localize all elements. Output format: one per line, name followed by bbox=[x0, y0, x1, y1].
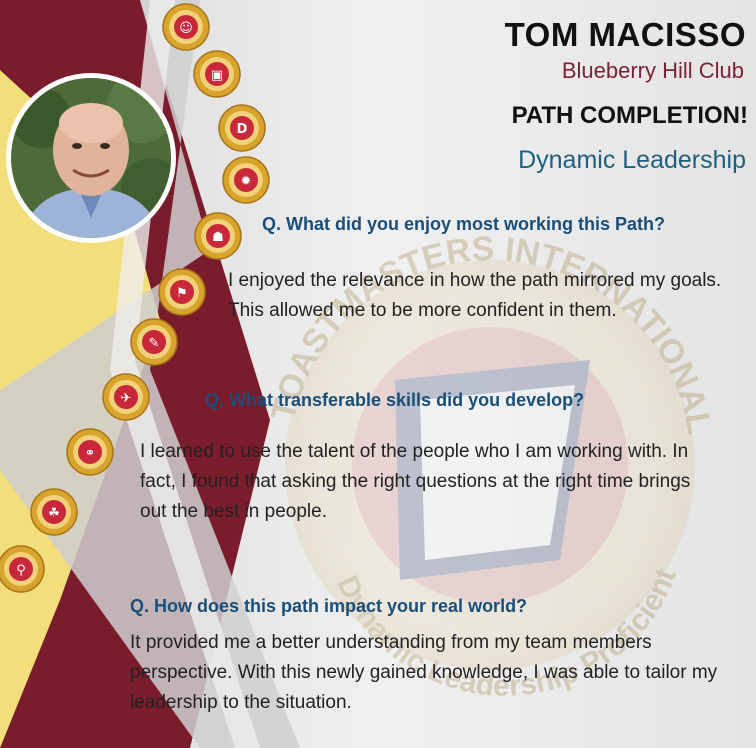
svg-text:☗: ☗ bbox=[212, 230, 224, 245]
answer-1: I enjoyed the relevance in how the path … bbox=[228, 270, 722, 321]
group-icon: ☘ bbox=[30, 488, 78, 536]
answer-2: I learned to use the talent of the peopl… bbox=[140, 441, 691, 522]
telescope-icon: ⚲ bbox=[0, 545, 45, 593]
handshake-icon: ⚭ bbox=[66, 428, 114, 476]
answer-3: It provided me a better understanding fr… bbox=[130, 632, 718, 713]
profile-photo bbox=[6, 73, 176, 243]
question-2: Q. What transferable skills did you deve… bbox=[205, 390, 585, 410]
question-1: Q. What did you enjoy most working this … bbox=[262, 214, 666, 234]
member-name: TOM MACISSO bbox=[504, 16, 746, 53]
svg-text:✹: ✹ bbox=[241, 174, 252, 189]
club-name: Blueberry Hill Club bbox=[561, 58, 744, 83]
letter-d-icon: D bbox=[218, 104, 266, 152]
question-3: Q. How does this path impact your real w… bbox=[130, 596, 528, 616]
strategy-icon: ⚑ bbox=[158, 268, 206, 316]
svg-text:⚑: ⚑ bbox=[176, 286, 188, 301]
pen-icon: ✎ bbox=[130, 318, 178, 366]
svg-text:D: D bbox=[237, 122, 248, 137]
svg-text:✈: ✈ bbox=[121, 391, 132, 406]
team-icon: ☗ bbox=[194, 212, 242, 260]
svg-text:⚲: ⚲ bbox=[16, 563, 26, 578]
svg-text:▣: ▣ bbox=[211, 68, 223, 83]
lightbulb-icon: ✹ bbox=[222, 156, 270, 204]
svg-text:☺: ☺ bbox=[179, 21, 193, 36]
path-name: Dynamic Leadership bbox=[518, 146, 746, 174]
path-completion-title: PATH COMPLETION! bbox=[511, 102, 748, 129]
theater-mask-icon: ☺ bbox=[162, 3, 210, 51]
plane-icon: ✈ bbox=[102, 373, 150, 421]
presentation-icon: ▣ bbox=[193, 50, 241, 98]
svg-text:⚭: ⚭ bbox=[85, 446, 96, 461]
svg-text:✎: ✎ bbox=[149, 336, 160, 351]
svg-text:☘: ☘ bbox=[48, 506, 60, 521]
